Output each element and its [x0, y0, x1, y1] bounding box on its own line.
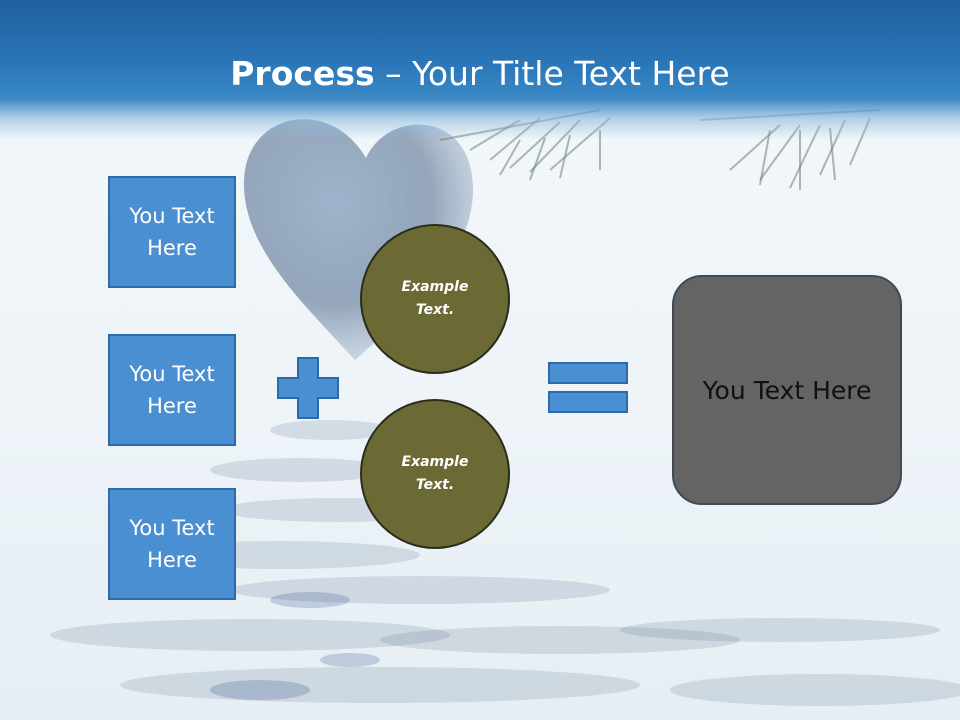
text-box-label: You Text Here: [129, 516, 215, 572]
text-box-3[interactable]: You Text Here: [108, 488, 236, 600]
slide-title[interactable]: Process – Your Title Text Here: [0, 52, 960, 96]
result-label: You Text Here: [702, 375, 872, 405]
text-box-label: You Text Here: [129, 204, 215, 260]
header-band: [0, 0, 960, 140]
example-circle-1[interactable]: Example Text.: [360, 224, 510, 374]
text-box-2[interactable]: You Text Here: [108, 334, 236, 446]
result-box[interactable]: You Text Here: [672, 275, 902, 505]
circle-label: Example Text.: [401, 454, 469, 493]
plus-icon: [277, 357, 339, 419]
title-bold: Process: [230, 54, 375, 93]
title-rest: – Your Title Text Here: [374, 54, 730, 93]
equals-icon: [548, 362, 628, 413]
text-box-1[interactable]: You Text Here: [108, 176, 236, 288]
circle-label: Example Text.: [401, 279, 469, 318]
example-circle-2[interactable]: Example Text.: [360, 399, 510, 549]
text-box-label: You Text Here: [129, 362, 215, 418]
